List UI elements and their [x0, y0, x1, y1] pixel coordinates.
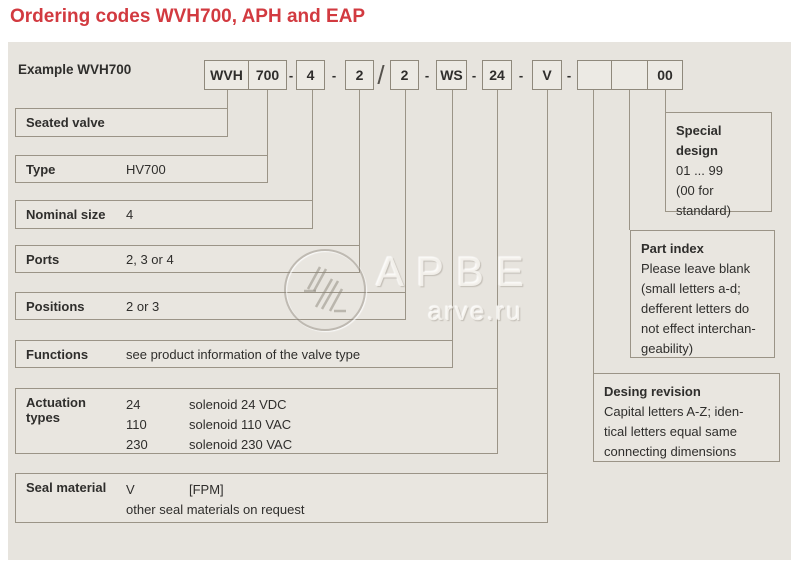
code-box-ports: 2	[345, 60, 374, 90]
box-line: connecting dimensions	[604, 444, 737, 459]
connector-line	[497, 90, 498, 388]
actuation-entries: 24 solenoid 24 VDC 110 solenoid 110 VAC 23…	[126, 395, 497, 455]
watermark-url: arve.ru	[428, 296, 523, 326]
seal-entry: V [FPM]	[126, 480, 547, 500]
box-line: geability)	[641, 341, 694, 356]
box-line: Capital letters A-Z; iden-	[604, 404, 744, 419]
row-ports: Ports 2, 3 or 4	[15, 245, 360, 273]
code-box-functions: WS	[436, 60, 467, 90]
row-label: Nominal size	[26, 207, 106, 222]
box-title: Desing revision	[604, 384, 701, 399]
box-line: (small letters a-d;	[641, 281, 741, 296]
code-separator: -	[288, 67, 294, 83]
row-label: Functions	[26, 346, 89, 362]
entry-code: 110	[126, 417, 147, 432]
code-separator: -	[424, 67, 430, 83]
row-nominal-size: Nominal size 4	[15, 200, 313, 229]
code-box-series: WVH	[204, 60, 249, 90]
entry-desc: solenoid 24 VDC	[189, 397, 287, 412]
row-value: 4	[126, 207, 134, 222]
watermark-text: АРВЕ	[376, 248, 537, 295]
connector-line	[452, 90, 453, 340]
entry-desc: [FPM]	[189, 482, 224, 497]
connector-line	[547, 90, 548, 473]
connector-line	[227, 90, 228, 108]
row-actuation-types: Actuation types 24 solenoid 24 VDC 110 sol…	[15, 388, 498, 454]
row-type: Type HV700	[15, 155, 268, 183]
actuation-entry: 24 solenoid 24 VDC	[126, 395, 497, 415]
box-line: defferent letters do	[641, 301, 750, 316]
row-seal-material: Seal material V [FPM] other seal material…	[15, 473, 548, 523]
row-label: Type	[26, 161, 56, 177]
row-positions: Positions 2 or 3	[15, 292, 406, 320]
row-label: Seal material	[26, 480, 107, 495]
connector-line	[312, 90, 313, 200]
box-title: Special design	[676, 123, 722, 158]
row-functions: Functions see product information of the…	[15, 340, 453, 368]
code-box-special-design: 00	[647, 60, 683, 90]
code-box-seal: V	[532, 60, 562, 90]
diagram-panel: Example WVH700 WVH 700 - 4 - 2 / 2 - WS …	[8, 42, 791, 560]
row-value: 2, 3 or 4	[126, 251, 174, 267]
box-part-index: Part index Please leave blank (small let…	[630, 230, 775, 358]
box-line: not effect interchan-	[641, 321, 756, 336]
row-seated-valve: Seated valve	[15, 108, 228, 137]
box-line: (00 for	[676, 183, 714, 198]
code-separator: -	[331, 67, 337, 83]
seal-entry: other seal materials on request	[126, 500, 547, 520]
box-design-revision: Desing revision Capital letters A-Z; ide…	[593, 373, 780, 462]
code-box-design-revision	[577, 60, 612, 90]
row-label: Ports	[26, 251, 60, 267]
seal-entries: V [FPM] other seal materials on request	[126, 480, 547, 520]
row-label: Actuation types	[26, 395, 86, 425]
connector-line	[593, 90, 594, 373]
row-label: Positions	[26, 298, 85, 314]
box-line: 01 ... 99	[676, 163, 723, 178]
actuation-entry: 230 solenoid 230 VAC	[126, 435, 497, 455]
box-line: Please leave blank	[641, 261, 751, 276]
page-title: Ordering codes WVH700, APH and EAP	[10, 6, 366, 27]
connector-line	[267, 90, 268, 155]
code-separator: -	[518, 67, 524, 83]
box-line: tical letters equal same	[604, 424, 737, 439]
entry-code: 24	[126, 397, 141, 412]
code-box-nominal-size: 4	[296, 60, 325, 90]
row-label: Seated valve	[26, 115, 105, 130]
code-box-type: 700	[248, 60, 287, 90]
code-separator-slash: /	[377, 59, 385, 90]
entry-code: 230	[126, 437, 148, 452]
row-value: 2 or 3	[126, 298, 160, 314]
entry-note: other seal materials on request	[126, 502, 305, 517]
connector-line	[665, 90, 666, 112]
example-label: Example WVH700	[18, 62, 132, 77]
actuation-entry: 110 solenoid 110 VAC	[126, 415, 497, 435]
connector-line	[359, 90, 360, 245]
code-box-positions: 2	[390, 60, 419, 90]
connector-line	[405, 90, 406, 292]
code-separator: -	[566, 67, 572, 83]
connector-line	[629, 90, 630, 230]
box-special-design: Special design 01 ... 99 (00 for standar…	[665, 112, 772, 218]
row-value: HV700	[126, 161, 166, 177]
entry-desc: solenoid 230 VAC	[189, 437, 293, 452]
row-value: see product information of the valve typ…	[126, 346, 361, 362]
entry-desc: solenoid 110 VAC	[189, 417, 292, 432]
code-box-actuation: 24	[482, 60, 512, 90]
entry-code: V	[126, 482, 135, 497]
code-box-part-index	[611, 60, 648, 90]
box-line: standard)	[676, 203, 731, 218]
code-separator: -	[471, 67, 477, 83]
box-title: Part index	[641, 241, 704, 256]
